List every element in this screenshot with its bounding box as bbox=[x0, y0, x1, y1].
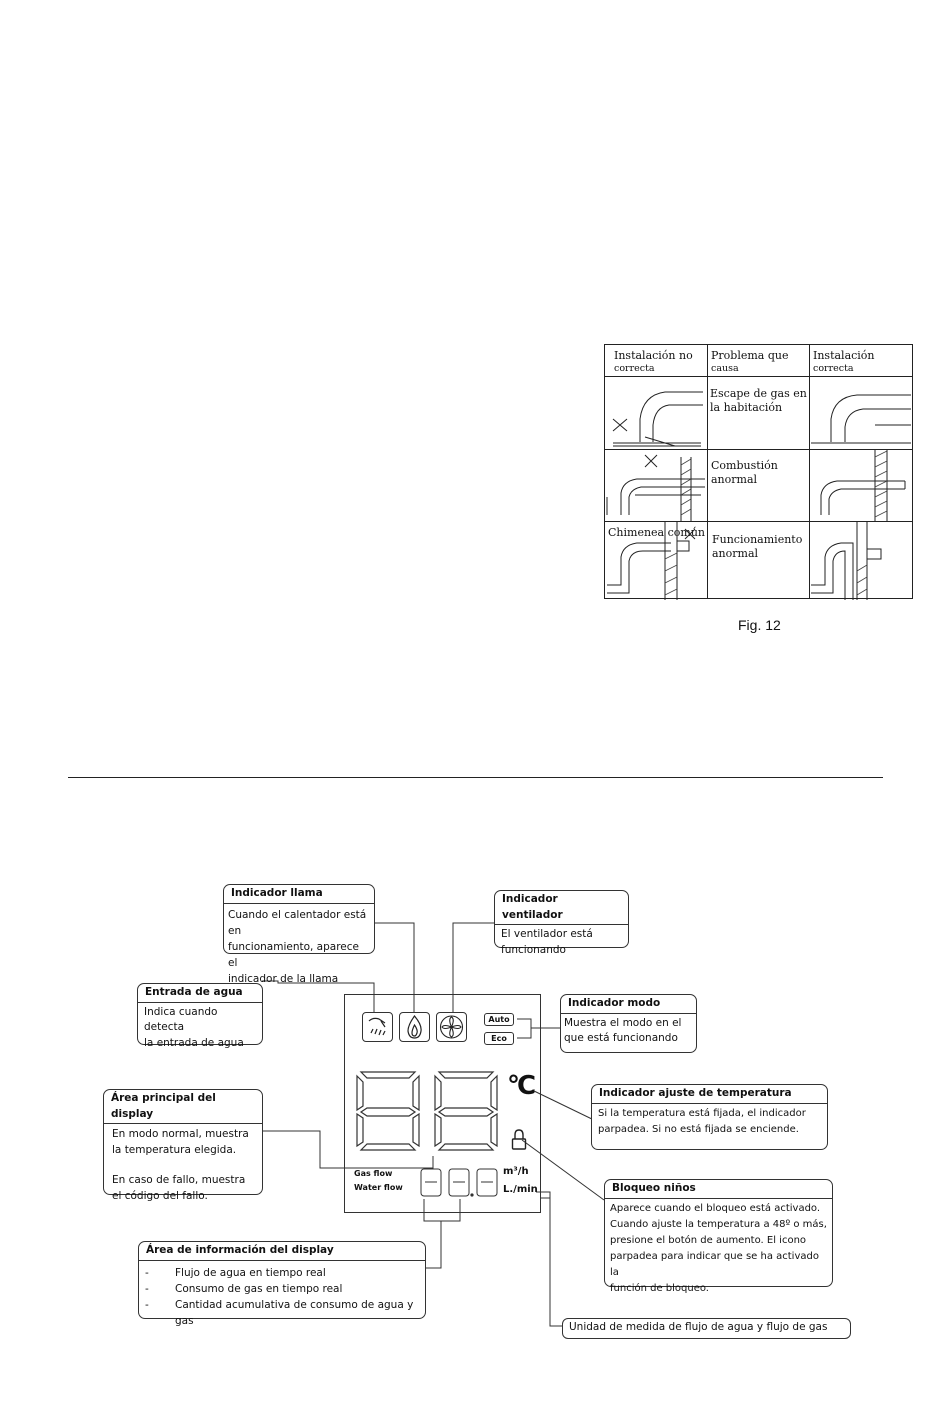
list-item: Cantidad acumulativa de consumo de agua … bbox=[145, 1297, 425, 1329]
mode-auto-indicator: Auto bbox=[484, 1013, 514, 1026]
installation-drawings bbox=[606, 391, 911, 600]
water-flow-unit: L./min bbox=[503, 1184, 538, 1195]
flame-icon bbox=[399, 1012, 430, 1042]
main-temperature-digits bbox=[356, 1071, 498, 1151]
callout-title: Indicador llama bbox=[224, 885, 374, 904]
callout-main-display-area: Área principal del display En modo norma… bbox=[103, 1089, 263, 1202]
fan-icon bbox=[436, 1012, 467, 1042]
callout-child-lock: Bloqueo niños Aparece cuando el bloqueo … bbox=[604, 1179, 833, 1294]
list-item: Consumo de gas en tiempo real bbox=[145, 1281, 425, 1297]
common-chimney-label: Chimenea común bbox=[608, 526, 705, 539]
callout-flow-units: Unidad de medida de flujo de agua y fluj… bbox=[562, 1318, 851, 1339]
water-flow-label: Water flow bbox=[354, 1183, 403, 1192]
callout-temperature-setting: Indicador ajuste de temperatura Si la te… bbox=[591, 1084, 828, 1150]
fig12-caption: Fig. 12 bbox=[738, 617, 781, 633]
child-lock-icon bbox=[511, 1129, 527, 1150]
callout-info-display-area: Área de información del display Flujo de… bbox=[138, 1241, 426, 1327]
horizontal-rule bbox=[68, 777, 883, 778]
info-digits bbox=[420, 1168, 498, 1197]
temperature-unit-indicator: °C bbox=[507, 1071, 536, 1101]
list-item: Flujo de agua en tiempo real bbox=[145, 1265, 425, 1281]
callout-flame-indicator: Indicador llama Cuando el calentador est… bbox=[223, 884, 375, 985]
gas-flow-label: Gas flow bbox=[354, 1169, 393, 1178]
water-inlet-icon bbox=[362, 1012, 393, 1042]
mode-eco-indicator: Eco bbox=[484, 1032, 514, 1045]
gas-flow-unit: m³/h bbox=[503, 1166, 529, 1177]
display-panel: Auto Eco °C Gas flow Water flow bbox=[344, 994, 541, 1213]
